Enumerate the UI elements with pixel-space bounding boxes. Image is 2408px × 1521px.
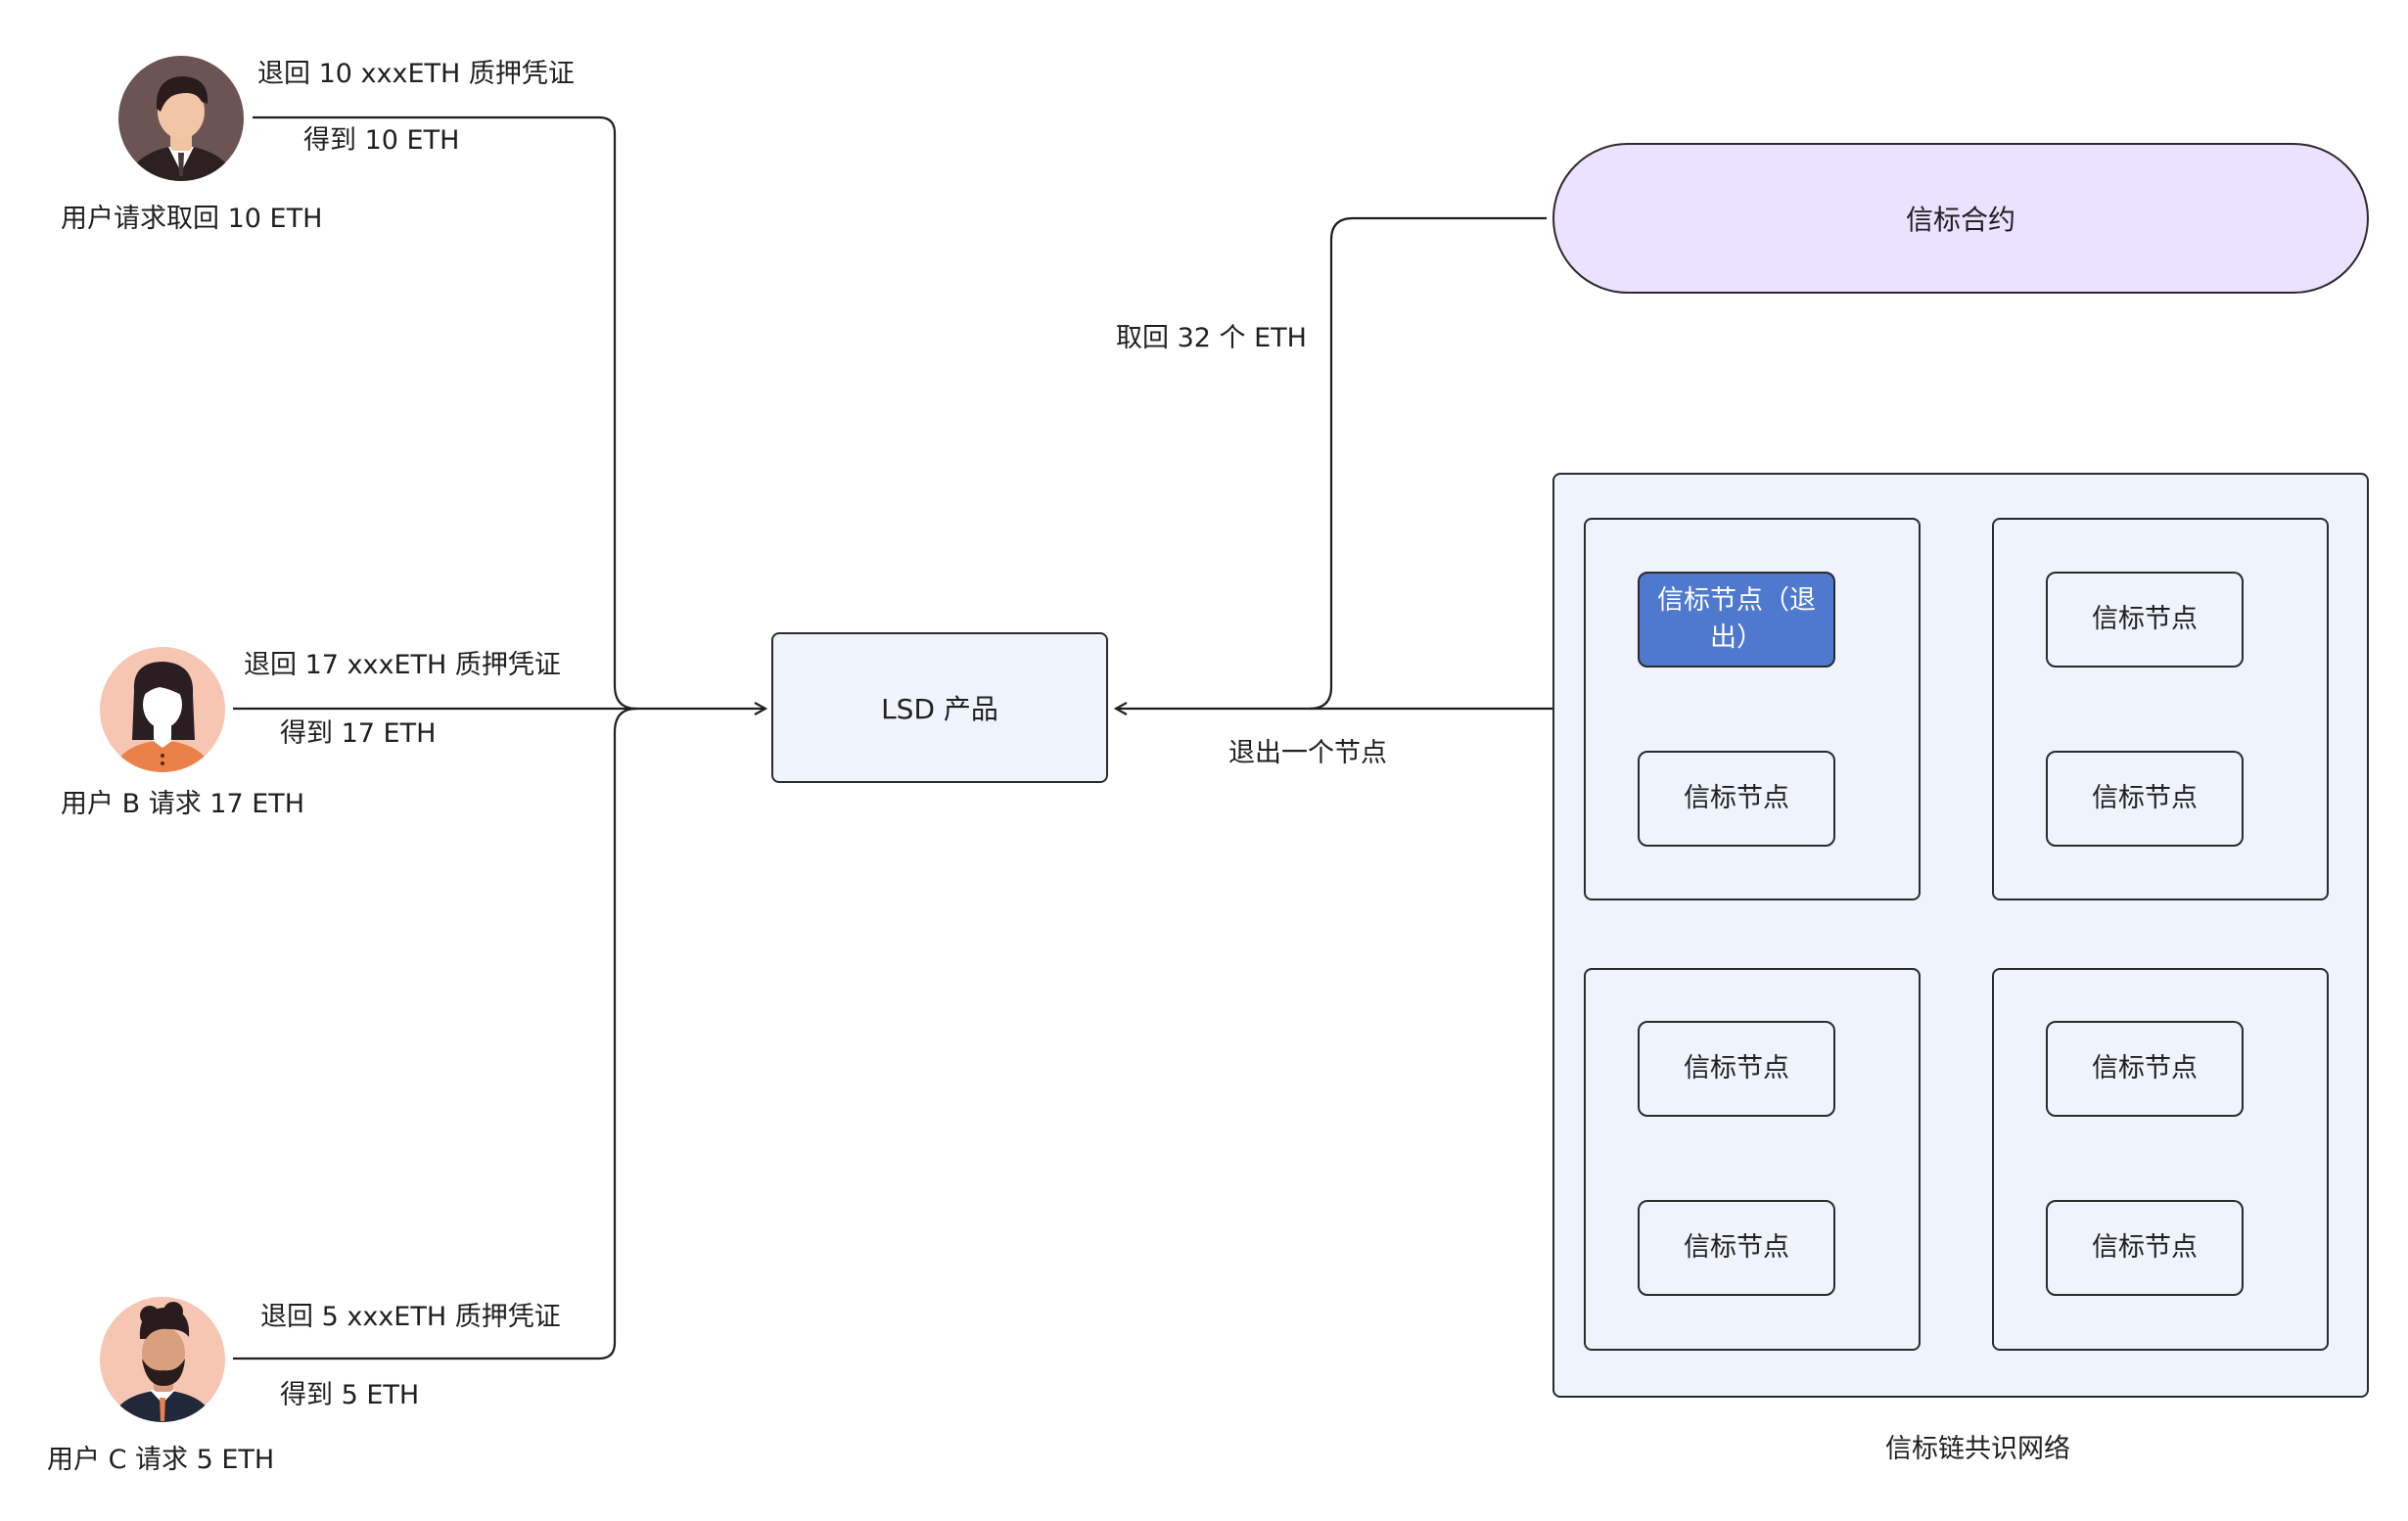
edge-user-c-to-lsd <box>233 707 637 1360</box>
user-a-caption: 用户请求取回 10 ETH <box>61 204 323 234</box>
network-caption: 信标链共识网络 <box>1885 1434 2070 1464</box>
beacon-contract-label: 信标合约 <box>1905 204 2015 236</box>
edge-contract-to-lsd <box>1309 216 1547 711</box>
beacon-node[interactable]: 信标节点 <box>2046 751 2244 847</box>
beacon-node-label: 信标节点 <box>2092 604 2198 635</box>
user-a-avatar <box>118 56 244 181</box>
user-c-get-label: 得到 5 ETH <box>280 1380 420 1410</box>
user-b-return-label: 退回 17 xxxETH 质押凭证 <box>244 650 561 680</box>
beacon-contract[interactable]: 信标合约 <box>1552 143 2369 294</box>
beacon-node-label: 信标节点（退出） <box>1657 585 1816 653</box>
user-c-return-label: 退回 5 xxxETH 质押凭证 <box>260 1302 561 1332</box>
user-b-caption: 用户 B 请求 17 ETH <box>61 789 305 819</box>
beacon-node-label: 信标节点 <box>2092 1053 2198 1084</box>
user-c-caption: 用户 C 请求 5 ETH <box>47 1445 275 1475</box>
edge-user-a-to-lsd <box>253 115 637 711</box>
beacon-node-label: 信标节点 <box>1684 783 1789 814</box>
user-c-avatar <box>100 1297 225 1422</box>
user-b-get-label: 得到 17 ETH <box>280 718 437 749</box>
beacon-node-exiting[interactable]: 信标节点（退出） <box>1638 572 1835 668</box>
beacon-node-label: 信标节点 <box>2092 783 2198 814</box>
lsd-product-box[interactable]: LSD 产品 <box>771 632 1108 783</box>
beacon-node[interactable]: 信标节点 <box>1638 1021 1835 1117</box>
beacon-node[interactable]: 信标节点 <box>2046 1200 2244 1296</box>
exit-node-label: 退出一个节点 <box>1228 738 1387 768</box>
beacon-node-label: 信标节点 <box>2092 1232 2198 1264</box>
beacon-node[interactable]: 信标节点 <box>1638 1200 1835 1296</box>
beacon-node[interactable]: 信标节点 <box>1638 751 1835 847</box>
beacon-node[interactable]: 信标节点 <box>2046 1021 2244 1117</box>
user-b-avatar <box>100 647 225 772</box>
lsd-product-label: LSD 产品 <box>881 693 998 725</box>
beacon-node-label: 信标节点 <box>1684 1232 1789 1264</box>
user-a-get-label: 得到 10 ETH <box>303 125 460 156</box>
beacon-node[interactable]: 信标节点 <box>2046 572 2244 668</box>
withdraw-32-eth-label: 取回 32 个 ETH <box>1116 323 1307 353</box>
user-a-return-label: 退回 10 xxxETH 质押凭证 <box>257 59 575 89</box>
beacon-node-label: 信标节点 <box>1684 1053 1789 1084</box>
